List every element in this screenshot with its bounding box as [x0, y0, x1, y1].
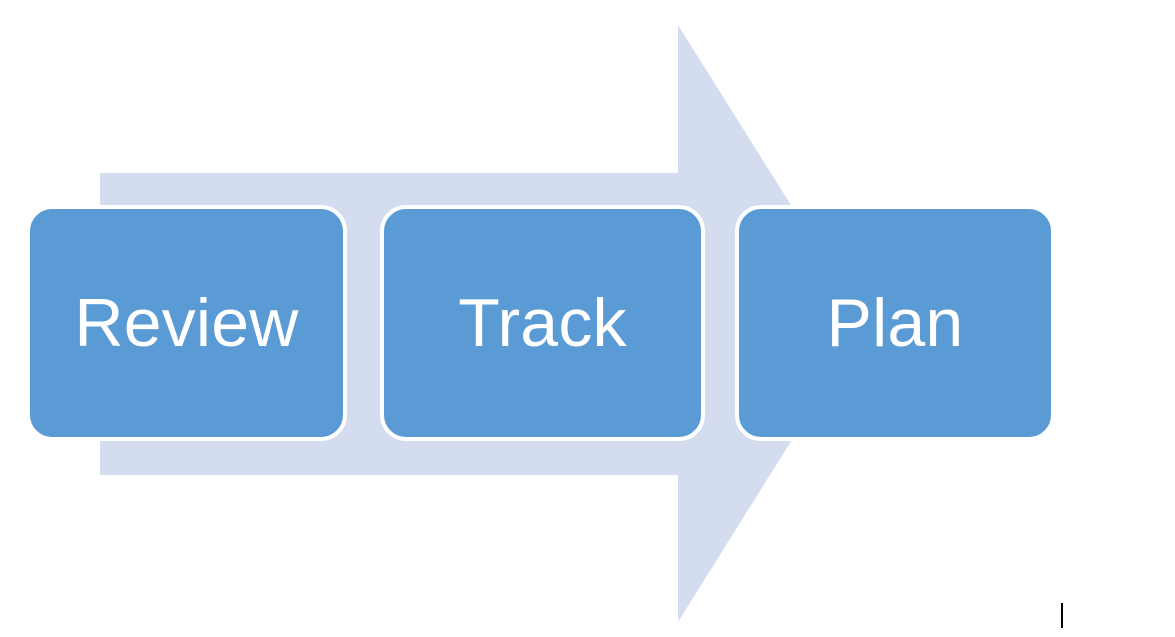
stage-box-plan[interactable]: Plan — [735, 205, 1055, 441]
stage-label-plan: Plan — [826, 285, 964, 361]
stage-box-track[interactable]: Track — [380, 205, 705, 441]
stage-label-review: Review — [74, 285, 299, 361]
stage-label-track: Track — [458, 285, 627, 361]
text-cursor — [1061, 603, 1063, 628]
stage-box-review[interactable]: Review — [26, 205, 347, 441]
